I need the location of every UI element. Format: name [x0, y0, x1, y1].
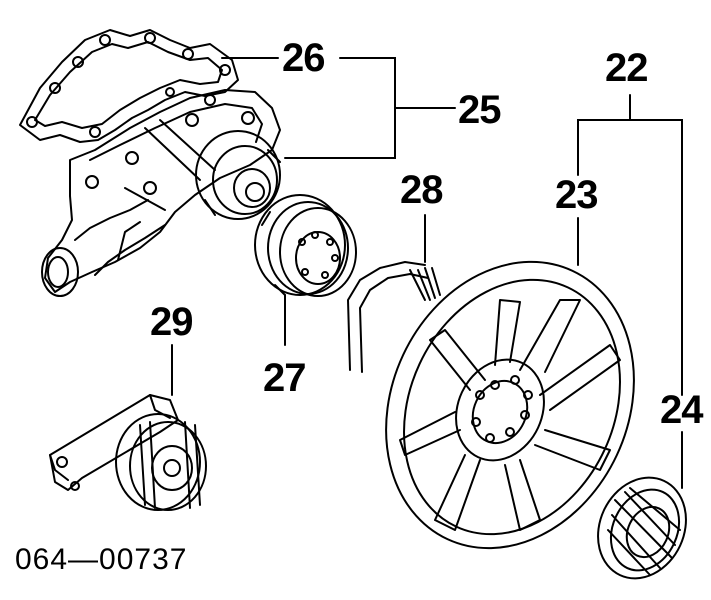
callout-29: 29	[150, 300, 193, 344]
belt-tensioner-part-29	[50, 345, 206, 510]
fan-clutch-part-24	[582, 432, 702, 593]
callout-26: 26	[282, 36, 325, 80]
leader-lines	[222, 58, 682, 395]
water-pump-gasket-part-26	[20, 30, 238, 142]
water-pump-housing-part-25	[42, 90, 280, 296]
callout-22: 22	[605, 46, 648, 90]
callout-25: 25	[458, 88, 501, 132]
cooling-fan-part-23	[341, 218, 680, 589]
callout-24: 24	[660, 388, 703, 432]
callout-23: 23	[555, 173, 598, 217]
callout-28: 28	[400, 168, 443, 212]
diagram-code: 064—00737	[15, 543, 188, 576]
water-pump-pulley-hub	[196, 131, 280, 219]
drive-belt-part-28	[348, 215, 440, 372]
callout-27: 27	[263, 356, 306, 400]
pulley-part-27	[255, 195, 356, 345]
